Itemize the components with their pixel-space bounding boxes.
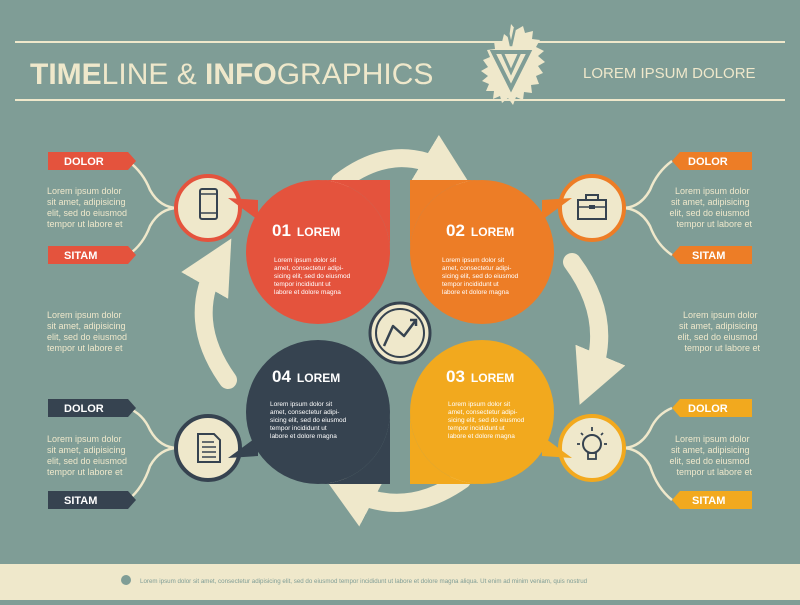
arrow-left — [181, 238, 237, 389]
chart-trend-icon — [368, 301, 432, 365]
arrow-right — [563, 253, 626, 405]
tag-dolor-top-left — [48, 152, 136, 170]
emblem-logo — [481, 24, 545, 105]
step-04-number: 04 — [272, 367, 291, 386]
step-04-label: LOREM — [297, 371, 340, 385]
side-text-bottom-right: Lorem ipsum dolor sit amet, adipisicing … — [669, 434, 752, 477]
tag-sitam-top-right-label: SITAM — [692, 250, 725, 262]
tag-dolor-bottom-right — [672, 399, 752, 417]
arrow-bottom — [324, 471, 471, 527]
step-03-text: Lorem ipsum dolor sit amet, consectetur … — [448, 401, 526, 440]
side-text-top-left: Lorem ipsum dolor sit amet, adipisicing … — [47, 186, 130, 229]
step-02: 02 LOREM Lorem ipsum dolor sit amet, cons… — [410, 174, 626, 324]
lightbulb-icon — [577, 427, 607, 460]
page-title: TIMELINE & INFOGRAPHICS — [30, 58, 433, 91]
step-04-bubble — [246, 340, 390, 484]
step-01-icon-circle — [174, 174, 242, 242]
step-03: 03 LOREM Lorem ipsum dolor sit amet, cons… — [410, 340, 626, 484]
side-block-top-right: DOLOR Lorem ipsum dolor sit amet, adipis… — [669, 152, 752, 264]
tag-sitam-bottom-left-label: SITAM — [64, 495, 97, 507]
step-02-bubble — [410, 180, 554, 324]
side-text-top-right: Lorem ipsum dolor sit amet, adipisicing … — [669, 186, 752, 229]
step-01-text: Lorem ipsum dolor sit amet, consectetur … — [274, 257, 352, 296]
side-block-bottom-right: DOLOR Lorem ipsum dolor sit amet, adipis… — [669, 399, 752, 509]
step-03-number: 03 — [446, 367, 465, 386]
tag-sitam-bottom-right-label: SITAM — [692, 495, 725, 507]
tag-dolor-top-right — [672, 152, 752, 170]
tag-dolor-top-right-label: DOLOR — [688, 156, 728, 168]
tag-sitam-top-left — [48, 246, 136, 264]
side-block-bottom-left: DOLOR Lorem ipsum dolor sit amet, adipis… — [47, 399, 136, 509]
arrow-top — [331, 134, 472, 191]
tag-dolor-bottom-left-label: DOLOR — [64, 403, 104, 415]
step-01-number: 01 — [272, 221, 291, 240]
step-01-bubble — [246, 180, 390, 324]
footer-text: Lorem ipsum dolor sit amet, consectetur … — [140, 578, 588, 585]
middle-text-left: Lorem ipsum dolor sit amet, adipisicing … — [47, 310, 130, 353]
briefcase-icon — [577, 194, 607, 220]
tag-sitam-bottom-left — [48, 491, 136, 509]
step-04-text: Lorem ipsum dolor sit amet, consectetur … — [270, 401, 348, 440]
tag-dolor-bottom-right-label: DOLOR — [688, 403, 728, 415]
step-03-label: LOREM — [471, 371, 514, 385]
step-02-text: Lorem ipsum dolor sit amet, consectetur … — [442, 257, 520, 296]
step-01: 01 LOREM Lorem ipsum dolor sit amet, cons… — [174, 174, 390, 324]
header: TIMELINE & INFOGRAPHICS LOREM IPSUM DOLO… — [15, 24, 785, 105]
step-01-label: LOREM — [297, 225, 340, 239]
tag-dolor-top-left-label: DOLOR — [64, 156, 104, 168]
step-03-bubble — [410, 340, 554, 484]
footer-bar — [0, 564, 800, 600]
cycle-arrows — [181, 134, 626, 527]
step-04: 04 LOREM Lorem ipsum dolor sit amet, cons… — [174, 340, 390, 484]
tag-sitam-top-left-label: SITAM — [64, 250, 97, 262]
side-block-top-left: DOLOR Lorem ipsum dolor sit amet, adipis… — [47, 152, 136, 264]
footer-bullet — [121, 575, 131, 585]
tag-sitam-bottom-right — [672, 491, 752, 509]
middle-text-right: Lorem ipsum dolor sit amet, adipisicing … — [677, 310, 760, 353]
phone-icon — [199, 188, 218, 220]
step-02-label: LOREM — [471, 225, 514, 239]
tag-sitam-top-right — [672, 246, 752, 264]
connectors — [127, 159, 673, 501]
step-03-icon-circle — [558, 414, 626, 482]
tag-dolor-bottom-left — [48, 399, 136, 417]
step-04-icon-circle — [174, 414, 242, 482]
step-02-number: 02 — [446, 221, 465, 240]
page-subtitle: LOREM IPSUM DOLORE — [583, 65, 756, 82]
document-icon — [197, 433, 221, 463]
side-text-bottom-left: Lorem ipsum dolor sit amet, adipisicing … — [47, 434, 130, 477]
footer: Lorem ipsum dolor sit amet, consectetur … — [0, 564, 800, 600]
